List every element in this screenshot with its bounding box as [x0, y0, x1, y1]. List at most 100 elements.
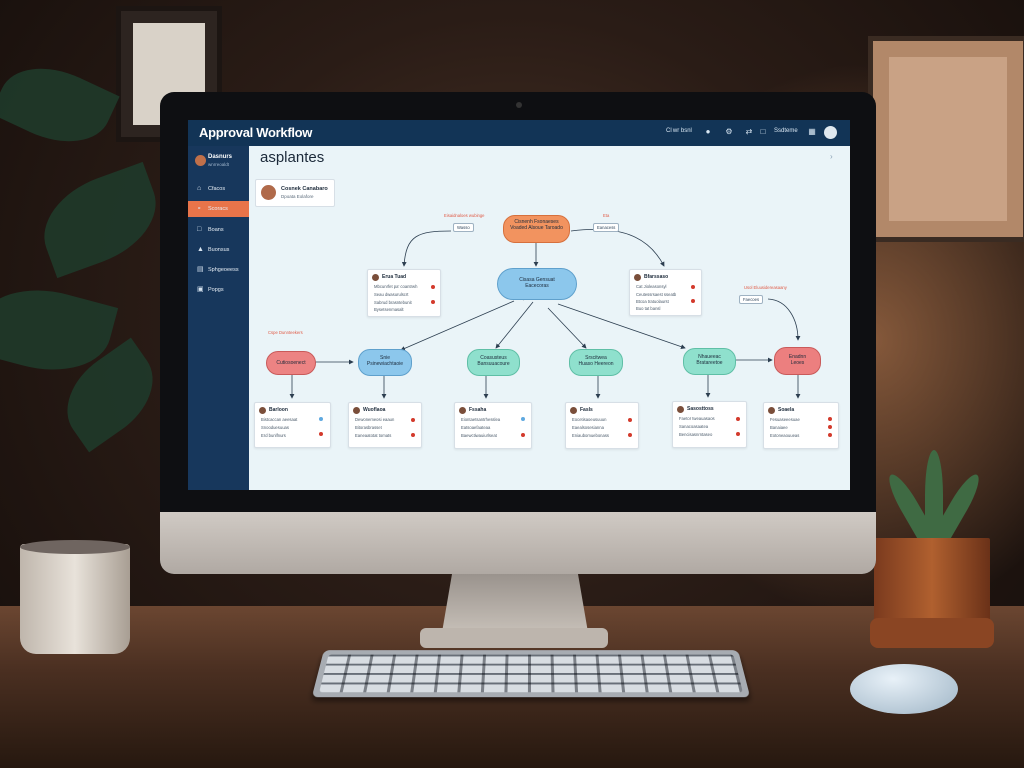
- profile-card-name: Cosnek Canabaro: [281, 186, 328, 192]
- workflow-annotation: Eisaidnaloes wubinge: [444, 213, 485, 218]
- node-start[interactable]: Cisnenh Fsonaeses Voaded Alsoue Taroado: [503, 215, 570, 243]
- page-title: asplantes: [260, 149, 325, 166]
- sidebar-profile-sub: wnrreoaldt: [208, 162, 230, 167]
- node-label: Leoes: [790, 360, 805, 366]
- chevron-right-icon[interactable]: ›: [830, 152, 833, 161]
- card-line: Eniaubomuebonass: [572, 433, 610, 438]
- user-icon[interactable]: ●: [705, 127, 711, 136]
- mouse[interactable]: [850, 664, 958, 714]
- card-line: Eocetisaoeusuuun: [572, 417, 607, 422]
- node-label: Snie: [379, 355, 390, 361]
- status-dot: [411, 433, 415, 437]
- card-line: Fesuaseeesuae: [770, 417, 800, 422]
- sidebar-item-6[interactable]: ▣ Popgs: [188, 282, 249, 298]
- card-line: Mbcunrfet pa' coantrwh: [374, 284, 418, 289]
- task-card[interactable]: Erua Tuad Mbcunrfet pa' coantrwh Seau dw…: [367, 269, 441, 317]
- monitor-stand-base: [420, 628, 608, 648]
- flower-pot: [874, 538, 990, 630]
- task-card[interactable]: Bfarssaso Cat Jioleasonsyl Ceutessrsaest…: [629, 269, 702, 316]
- workflow-tag[interactable]: Eanacess: [593, 223, 620, 232]
- status-dot: [411, 418, 415, 422]
- top-bar: Approval Workflow Cl wr bsnl ● ⚙ ⇄ □ Ssd…: [188, 120, 850, 146]
- node-label: Bratareetoe: [696, 360, 723, 366]
- card-line: Banaiaee: [770, 425, 788, 430]
- node-r6[interactable]: Enadnn Leoes: [774, 347, 821, 375]
- mug: [20, 544, 130, 654]
- task-card[interactable]: Wuoflaoa Dewonemeosi eaaun Bitorasbrasse…: [348, 402, 422, 448]
- sidebar-item-5[interactable]: ▤ Sphgeoeess: [188, 262, 249, 278]
- avatar[interactable]: [824, 126, 837, 139]
- sidebar-item-label: Popgs: [208, 287, 224, 293]
- sidebar-item-1[interactable]: ⌂ Cfacos: [188, 181, 249, 197]
- workflow-tag[interactable]: Wasso: [453, 223, 474, 232]
- sidebar: Dasnurs wnrreoaldt ⌂ Cfacos ∘ Scoracs □ …: [188, 146, 249, 490]
- task-card[interactable]: Fasls Eocetisaoeusuuun Eaealsosesianna E…: [565, 402, 639, 449]
- node-label: Cisasa Gensuat: [519, 277, 555, 283]
- card-title: Wuoflaoa: [363, 407, 386, 413]
- status-dot: [521, 417, 525, 421]
- node-r5[interactable]: Nhaueeac Bratareetoe: [683, 348, 736, 375]
- status-dot: [691, 299, 695, 303]
- sidebar-item-3[interactable]: □ Boans: [188, 222, 249, 238]
- avatar[interactable]: [195, 155, 206, 166]
- home-icon: ⌂: [197, 185, 202, 192]
- card-line: Sabrud brasntebunit: [374, 300, 412, 305]
- plant-leaf: [0, 50, 120, 160]
- task-card[interactable]: Fssaha Eiontaetsantrhesslea Eatsoaefaate…: [454, 402, 532, 449]
- status-dot: [521, 433, 525, 437]
- monitor-chin: [160, 512, 876, 574]
- status-dot: [431, 285, 435, 289]
- node-label: Huaso Heereon: [578, 361, 614, 367]
- card-line: Sanacoasaatea: [679, 424, 709, 429]
- card-line: Eiontaetsantrhesslea: [461, 417, 501, 422]
- succulent-leaf: [925, 450, 943, 540]
- avatar: [677, 406, 684, 413]
- settings-icon[interactable]: ⚙: [725, 127, 733, 136]
- document-icon: □: [197, 226, 202, 233]
- node-r3[interactable]: Coasusteus Bansuuacoure: [467, 349, 520, 376]
- topbar-link[interactable]: Cl wr bsnl: [666, 128, 692, 134]
- card-line: Bistcaccan aeesaat: [261, 417, 298, 422]
- sidebar-item-label: Cfacos: [208, 186, 226, 192]
- node-r2[interactable]: Snie Psinewiachtaoie: [358, 349, 412, 376]
- workflow-annotation: Eta: [603, 213, 610, 218]
- node-label: Srscitwea: [585, 355, 607, 361]
- status-dot: [319, 432, 323, 436]
- node-r4[interactable]: Srscitwea Huaso Heereon: [569, 349, 623, 376]
- avatar: [259, 407, 266, 414]
- pot-saucer: [870, 618, 994, 648]
- mug-rim: [20, 540, 130, 554]
- profile-card[interactable]: Cosnek Canabaro Dpoata Eolafore: [255, 179, 335, 207]
- sidebar-item-label: Buonsus: [208, 247, 230, 253]
- card-line: Faetor tweauasaos: [679, 416, 715, 421]
- task-card[interactable]: Soaela Fesuaseeesuae Banaiaee Eotoneaouu…: [763, 402, 839, 449]
- task-card[interactable]: Sasosttoss Faetor tweauasaos Sanacoasaat…: [672, 401, 747, 448]
- keyboard[interactable]: [311, 650, 751, 698]
- card-title: Barloon: [269, 407, 288, 413]
- card-line: Eaealsosesianna: [572, 425, 604, 430]
- node-label: Cisnenh Fsonaeses: [514, 219, 559, 225]
- card-line: Seau dwasurulscrt: [374, 292, 409, 297]
- sidebar-item-2[interactable]: ∘ Scoracs: [188, 201, 249, 217]
- avatar: [353, 407, 360, 414]
- card-title: Fssaha: [469, 407, 487, 413]
- share-icon[interactable]: ⇄: [745, 127, 753, 136]
- node-hub[interactable]: Cisasa Gensuat Eacecoras: [497, 268, 577, 300]
- topbar-link[interactable]: Ssdteme: [774, 128, 798, 134]
- sidebar-item-4[interactable]: ▲ Buonsus: [188, 242, 249, 258]
- status-dot: [628, 418, 632, 422]
- task-card[interactable]: Barloon Bistcaccan aeesaat Snooduesuuas …: [254, 402, 331, 448]
- workflow-connectors: [289, 228, 801, 399]
- app-title: Approval Workflow: [199, 125, 313, 140]
- node-r1[interactable]: Cutiosoenect: [266, 351, 316, 375]
- card-title: Erua Tuad: [382, 274, 407, 280]
- card-line: Btcoa tratuolaurst: [636, 299, 669, 304]
- sidebar-profile-name: Dasnurs: [208, 154, 233, 160]
- workflow-tag[interactable]: Faecoes: [739, 295, 764, 304]
- profile-card-sub: Dpoata Eolafore: [281, 194, 314, 199]
- status-dot: [319, 417, 323, 421]
- grid-icon[interactable]: ▦: [808, 127, 816, 136]
- user-icon: ▲: [197, 246, 204, 253]
- document-icon[interactable]: □: [760, 127, 766, 136]
- sidebar-item-label: Boans: [208, 227, 224, 233]
